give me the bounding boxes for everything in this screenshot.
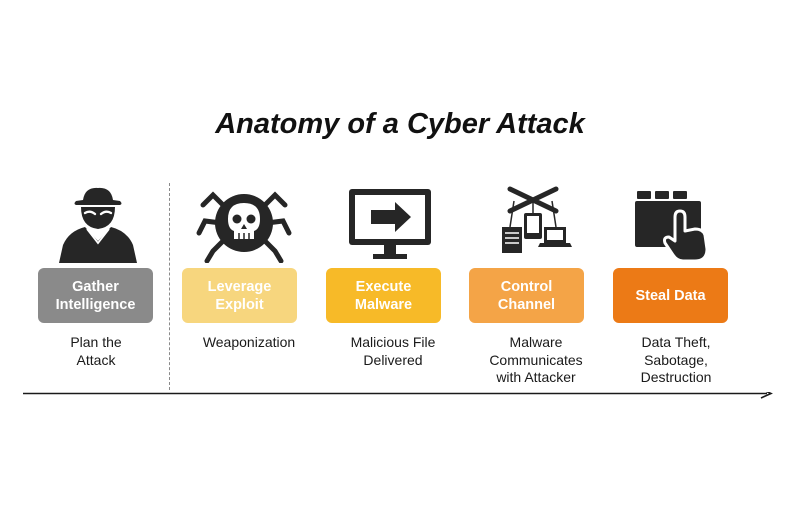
stage-execute-malware: Execute Malware <box>326 268 441 323</box>
hacker-icon <box>45 183 151 263</box>
stage-caption: Weaponization <box>202 334 296 350</box>
phase-divider <box>169 183 170 390</box>
stage-label: Gather Intelligence <box>55 278 136 313</box>
stage-label: Steal Data <box>635 287 706 304</box>
stage-caption: Malicious File Delivered <box>350 334 436 368</box>
stage-caption: Plan the Attack <box>70 334 122 368</box>
stage-control-channel: Control Channel <box>469 268 584 323</box>
stage-label: Execute Malware <box>354 278 413 313</box>
stage-caption: Data Theft, Sabotage, Destruction <box>640 334 712 385</box>
stage-caption: Malware Communicates with Attacker <box>489 334 583 385</box>
monitor-arrow-icon <box>337 183 443 263</box>
puppet-devices-icon <box>480 183 586 263</box>
stage-label: Leverage Exploit <box>207 278 272 313</box>
stage-steal-data: Steal Data <box>613 268 728 323</box>
folder-hand-icon <box>625 183 731 263</box>
stage-gather-intelligence: Gather Intelligence <box>38 268 153 323</box>
page-title: Anatomy of a Cyber Attack <box>215 108 585 140</box>
stage-leverage-exploit: Leverage Exploit <box>182 268 297 323</box>
timeline-arrow <box>23 392 773 399</box>
skull-spider-icon <box>191 183 297 263</box>
stage-label: Control Channel <box>497 278 556 313</box>
